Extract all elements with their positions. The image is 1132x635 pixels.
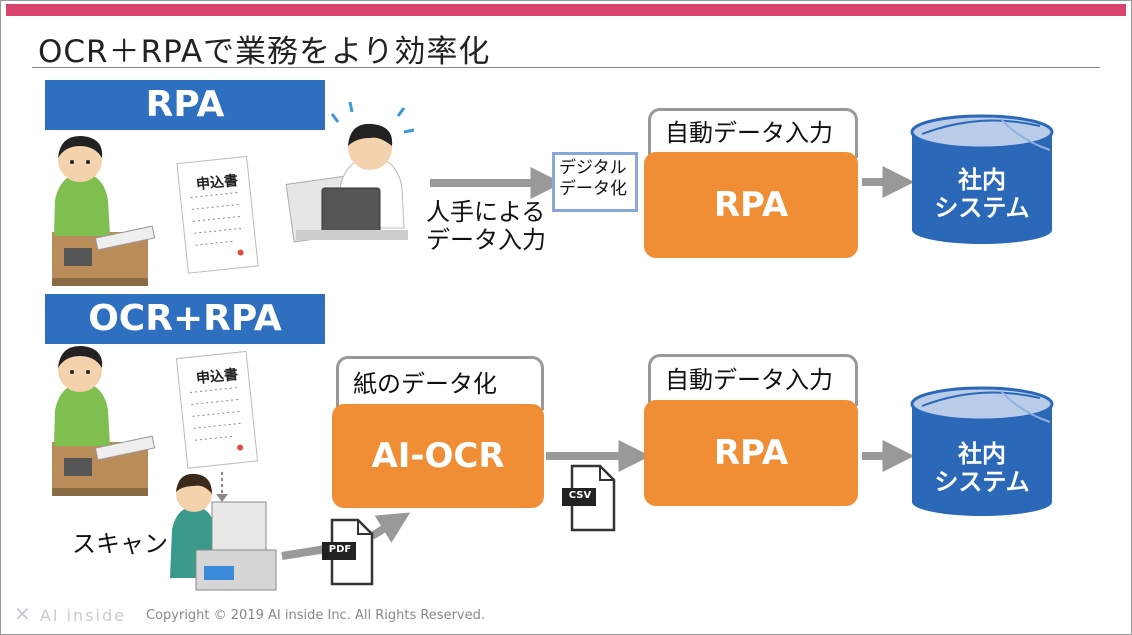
manual-input-label: 人手による データ入力 — [426, 198, 546, 254]
logo-text: AI inside — [39, 606, 126, 625]
internal-system-label-top: 社内 システム — [912, 166, 1052, 222]
paper-digitize-tab: 紙のデータ化 — [336, 356, 544, 410]
company-logo: ✕ AI inside — [14, 602, 126, 626]
worker-illustration-top — [52, 135, 156, 286]
accent-bar — [6, 4, 1126, 16]
csv-label: CSV — [568, 490, 592, 501]
ai-ocr-box: AI-OCR — [332, 404, 544, 508]
section-label-rpa: RPA — [45, 80, 325, 130]
scanner-operator-illustration — [170, 473, 277, 591]
rpa-process-box-bottom: RPA — [644, 400, 858, 506]
manual-input-line-1: 人手による — [426, 198, 546, 226]
section-label-ocr-rpa: OCR+RPA — [45, 294, 325, 344]
pdf-label: PDF — [328, 544, 352, 555]
copyright-text: Copyright © 2019 AI inside Inc. All Righ… — [146, 608, 485, 623]
digital-data-line-2: データ化 — [559, 179, 627, 199]
slide-title: OCR＋RPAで業務をより効率化 — [38, 34, 491, 70]
system-line-1-bottom: 社内 — [958, 440, 1006, 468]
worker-illustration-bottom — [52, 345, 156, 496]
rpa-process-box-top: RPA — [644, 152, 858, 258]
manual-input-line-2: データ入力 — [426, 226, 546, 254]
database-cylinder-top — [910, 114, 1054, 244]
office-worker-illustration — [285, 101, 415, 243]
scan-label: スキャン — [72, 530, 168, 558]
system-line-2-bottom: システム — [934, 468, 1030, 496]
pdf-to-ocr-arrow — [369, 512, 411, 543]
auto-input-tab-bottom: 自動データ入力 — [648, 354, 858, 406]
digital-data-line-1: デジタル — [559, 158, 627, 178]
form-document-bottom — [175, 350, 259, 469]
database-cylinder-bottom — [910, 386, 1054, 516]
internal-system-label-bottom: 社内 システム — [912, 440, 1052, 496]
csv-file-icon — [562, 464, 616, 532]
system-line-1: 社内 — [958, 166, 1006, 194]
pdf-file-icon — [322, 518, 374, 586]
auto-input-tab-top: 自動データ入力 — [648, 108, 858, 158]
system-line-2: システム — [934, 194, 1030, 222]
form-document-top — [176, 155, 259, 274]
digital-data-box: デジタル データ化 — [552, 152, 638, 212]
title-divider — [32, 67, 1100, 68]
